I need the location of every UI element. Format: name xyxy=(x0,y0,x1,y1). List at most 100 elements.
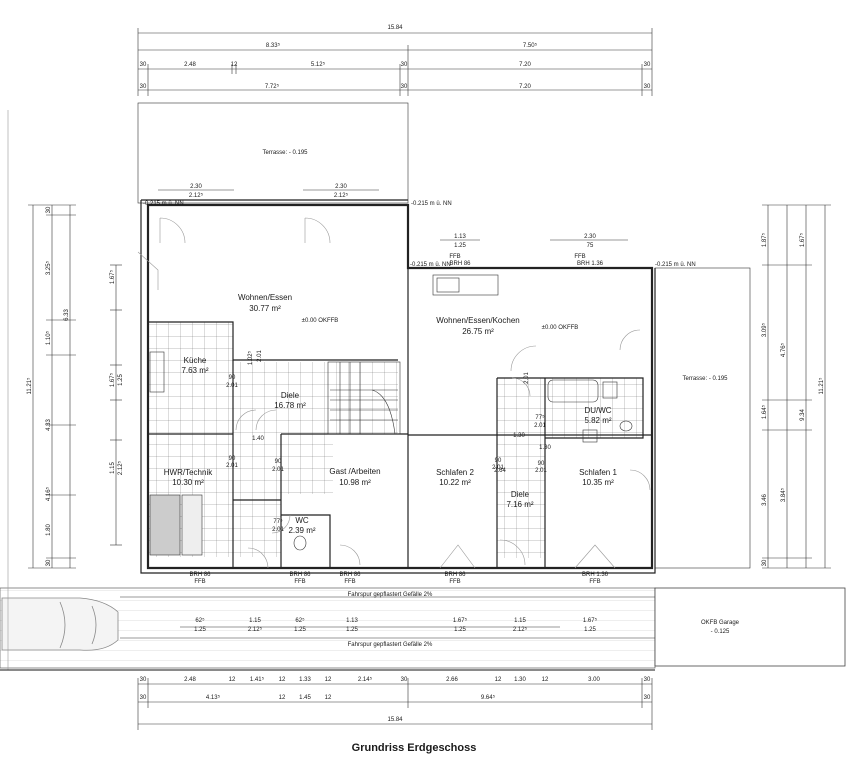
brh-top-2: BRH 1.36 xyxy=(577,261,604,267)
ffb-b-2: FFB xyxy=(294,579,305,585)
dim-right-2: 1.64⁵ xyxy=(761,404,768,419)
dim-right-1: 3.09⁵ xyxy=(761,322,768,337)
win-3-w: 1.13 xyxy=(454,234,466,240)
door-dim-0: 90 xyxy=(229,375,236,381)
brh-b-3: BRH 86 xyxy=(339,572,361,578)
dim-bottom-2-6: 30 xyxy=(644,695,651,701)
driveway-label-bottom: Fahrspur gepflastert Gefälle 2% xyxy=(348,642,433,648)
drive-dim-6b: 1.25 xyxy=(584,627,596,633)
drive-dim-1b: 2.12⁵ xyxy=(248,626,263,633)
drive-dim-4b: 1.25 xyxy=(454,627,466,633)
dim-bottom-1-4: 12 xyxy=(279,677,286,683)
door-dim-3: 90 xyxy=(229,456,236,462)
dim-bottom-1-8: 30 xyxy=(401,677,408,683)
room-gast-area: 10.98 m² xyxy=(339,478,371,487)
room-hwr-area: 10.30 m² xyxy=(172,478,204,487)
door-dim-8: 2.01 xyxy=(272,527,284,533)
dim-right-4: 30 xyxy=(762,559,768,566)
brh-b-5: BRH 1.36 xyxy=(582,572,609,578)
room-diele-name: Diele xyxy=(281,391,300,400)
room-kueche-area: 7.63 m² xyxy=(181,366,208,375)
dim-right-mid-2: 3.84⁵ xyxy=(780,487,787,502)
dim-top-row2-6: 30 xyxy=(644,62,651,68)
garage-name: OKFB Garage xyxy=(701,620,740,626)
dim-top-row3-3: 7.20 xyxy=(519,84,531,90)
level-okffb-1: ±0.00 OKFFB xyxy=(302,318,339,324)
door-dim-13: 2.01 xyxy=(534,423,546,429)
dim-left-3: 4.33 xyxy=(46,419,52,431)
room-schlafen2-name: Schlafen 2 xyxy=(436,468,474,477)
ffb-b-1: FFB xyxy=(194,579,205,585)
drive-dim-1a: 1.15 xyxy=(249,618,261,624)
dim-top-row1-a: 8.33⁵ xyxy=(266,42,281,49)
brh-b-2: BRH 86 xyxy=(289,572,311,578)
brh-b-1: BRH 86 xyxy=(189,572,211,578)
level-marks: ±0.00 OKFFB ±0.00 OKFFB -0.215 m ü. NN -… xyxy=(143,201,696,331)
terrace-top-label: Terrasse: - 0.195 xyxy=(262,150,308,156)
terrace-top xyxy=(137,102,409,204)
dim-top-row2-2: 12 xyxy=(231,62,238,68)
door-dim-1: 2.01 xyxy=(226,383,238,389)
drive-dim-3a: 1.13 xyxy=(346,618,358,624)
dim-bottom-total: 15.84 xyxy=(387,717,403,723)
dim-bottom-2-3: 1.45 xyxy=(299,695,311,701)
dim-left-0: 30 xyxy=(46,206,52,213)
ffb-top-2: FFB xyxy=(574,254,585,260)
door-dim-10: 2.01 xyxy=(492,465,504,471)
win-4-h: 75 xyxy=(587,243,594,249)
dim-top-row2-3: 5.12⁵ xyxy=(311,61,326,68)
dim-left-1: 3.25⁵ xyxy=(45,260,52,275)
dim-left-inner-1: 1.67⁵ xyxy=(109,372,116,387)
door-dim-19: 2.01 xyxy=(257,350,263,362)
win-1-w: 2.30 xyxy=(190,184,202,190)
room-wc-name: WC xyxy=(295,516,309,525)
win-2-h: 2.12⁵ xyxy=(334,192,349,199)
room-wc-area: 2.39 m² xyxy=(288,526,315,535)
dim-right-0: 1.87⁵ xyxy=(761,232,768,247)
room-hwr-name: HWR/Technik xyxy=(164,468,213,477)
dim-bottom-2-1: 4.13⁵ xyxy=(206,694,221,701)
dim-left-6: 30 xyxy=(46,559,52,566)
level-nn-1: -0.215 m ü. NN xyxy=(143,201,184,207)
drive-dim-0a: 62⁵ xyxy=(195,617,205,624)
room-schlafen2-area: 10.22 m² xyxy=(439,478,471,487)
room-duwc-area: 5.82 m² xyxy=(584,416,611,425)
dim-left-5: 1.80 xyxy=(46,524,52,536)
win-3-h: 1.25 xyxy=(454,243,466,249)
door-dim-6: 2.01 xyxy=(272,467,284,473)
dim-left-4: 4.16⁵ xyxy=(45,486,52,501)
dim-right-mid-1: 4.76⁵ xyxy=(780,342,787,357)
door-dim-2: 1.40 xyxy=(252,436,264,442)
door-dim-11: 1.30 xyxy=(513,433,525,439)
garage-level: - 0.125 xyxy=(711,629,730,635)
staircase xyxy=(327,361,401,435)
terrace-right xyxy=(654,267,751,569)
drawing-title: Grundriss Erdgeschoss xyxy=(352,742,477,754)
ffb-b-4: FFB xyxy=(449,579,460,585)
dim-bottom-1-6: 12 xyxy=(325,677,332,683)
door-dim-18: 1.02⁵ xyxy=(247,350,254,365)
drive-dim-6a: 1.67⁵ xyxy=(583,617,598,624)
dim-bottom-1-0: 30 xyxy=(140,677,147,683)
door-dim-5: 90 xyxy=(275,459,282,465)
dim-bottom-1-14: 30 xyxy=(644,677,651,683)
door-dim-7: 77⁵ xyxy=(273,518,283,525)
level-nn-3: -0.215 m ü. NN xyxy=(410,262,451,268)
driveway: Fahrspur gepflastert Gefälle 2% Fahrspur… xyxy=(0,587,656,669)
dim-left-inner-4: 2.12⁵ xyxy=(117,460,124,475)
room-schlafen1-area: 10.35 m² xyxy=(582,478,614,487)
door-dim-17: 2.01 xyxy=(535,468,547,474)
walls xyxy=(140,199,656,574)
drive-dim-2a: 62⁵ xyxy=(295,617,305,624)
dim-bottom-1-5: 1.33 xyxy=(299,677,311,683)
win-4-w: 2.30 xyxy=(584,234,596,240)
dim-top-row3-1: 7.72⁵ xyxy=(265,83,280,90)
dim-right-mid-3: 9.34 xyxy=(800,409,806,421)
level-okffb-2: ±0.00 OKFFB xyxy=(542,325,579,331)
right-dimensions: 1.87⁵ 3.09⁵ 1.64⁵ 3.46 30 1.67⁵ 4.76⁵ 3.… xyxy=(761,204,831,569)
door-dim-12: 77⁵ xyxy=(535,414,545,421)
dim-bottom-1-13: 3.00 xyxy=(588,677,600,683)
dim-top-row3-0: 30 xyxy=(140,84,147,90)
driveway-label-top: Fahrspur gepflastert Gefälle 2% xyxy=(348,592,433,598)
